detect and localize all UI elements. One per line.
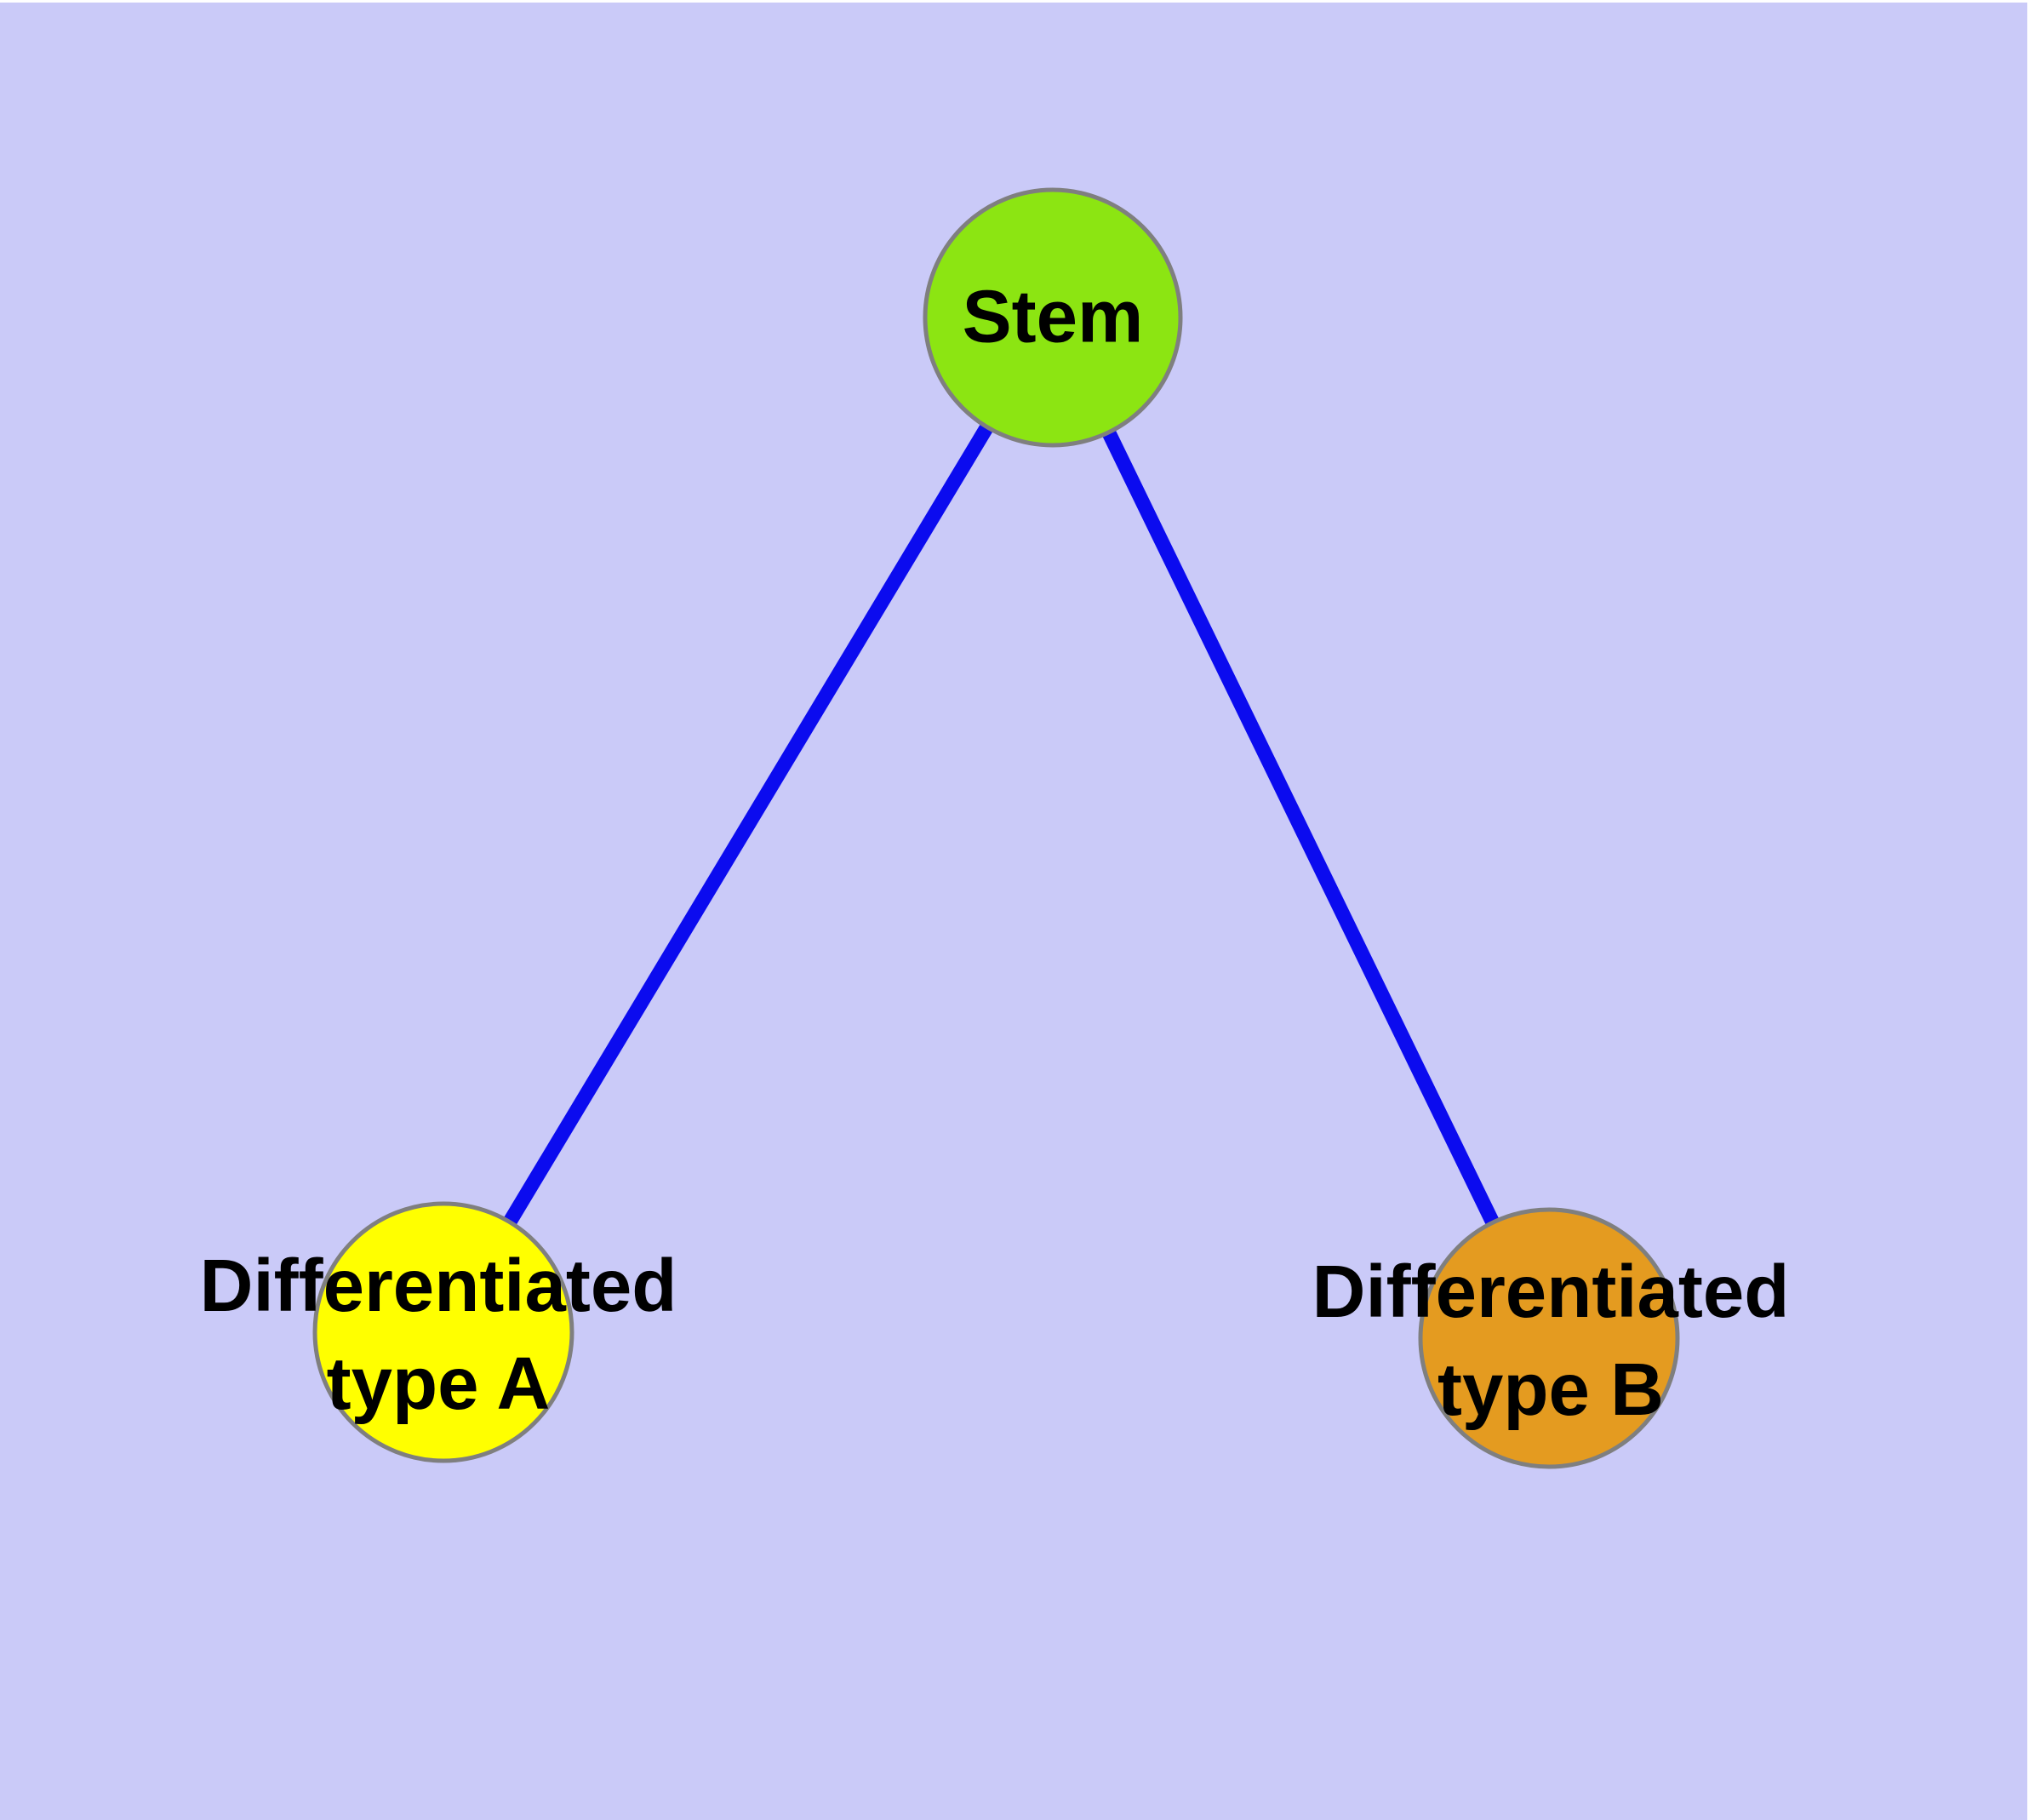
node-typeA-circle bbox=[312, 1201, 574, 1463]
node-stem-circle bbox=[923, 187, 1183, 448]
edge-stem-to-typeB bbox=[1046, 314, 1556, 1342]
edge-stem-to-typeA bbox=[437, 313, 1060, 1336]
node-typeB-circle bbox=[1418, 1207, 1680, 1469]
